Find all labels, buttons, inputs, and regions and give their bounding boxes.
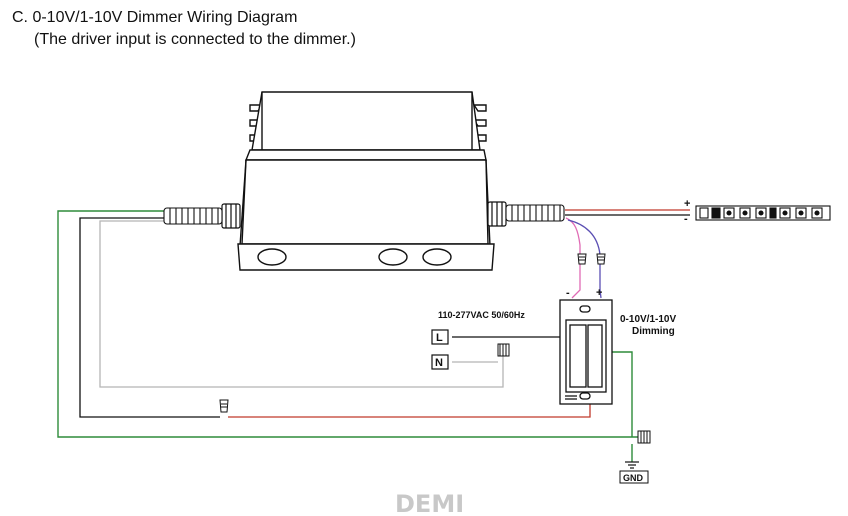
knockout-hole bbox=[378, 248, 408, 266]
output-flex-conduit bbox=[505, 204, 565, 222]
input-voltage-label: 110-277VAC 50/60Hz bbox=[438, 310, 525, 320]
line-input-wire-black bbox=[79, 217, 220, 418]
neutral-wire-gray bbox=[99, 220, 504, 388]
diagram-title: C. 0-10V/1-10V Dimmer Wiring Diagram bbox=[12, 9, 298, 26]
strip-minus-label: - bbox=[684, 213, 688, 225]
dim-plus-label: + bbox=[596, 287, 602, 299]
wire-nut-dim-plus bbox=[596, 253, 606, 265]
input-cable-gland bbox=[221, 203, 241, 229]
neutral-terminal-block bbox=[497, 343, 510, 357]
neutral-terminal-label: N bbox=[435, 357, 443, 369]
dim-minus-label: - bbox=[566, 287, 570, 299]
knockout-hole bbox=[422, 248, 452, 266]
watermark-logo: DEMI bbox=[395, 490, 464, 516]
gnd-label: GND bbox=[623, 473, 644, 483]
wire-nut-line bbox=[219, 399, 229, 413]
input-flex-conduit bbox=[163, 207, 223, 225]
dimmer-ground-wire bbox=[612, 351, 633, 437]
wall-dimmer bbox=[559, 299, 613, 405]
ground-wire bbox=[57, 210, 640, 438]
ground-symbol bbox=[625, 461, 639, 469]
output-cable-gland bbox=[487, 201, 507, 227]
dimming-label-line1: 0-10V/1-10V bbox=[620, 314, 676, 325]
line-terminal-label: L bbox=[436, 332, 443, 344]
ground-terminal-block bbox=[637, 430, 651, 444]
wire-nut-dim-minus bbox=[577, 253, 587, 265]
knockout-hole bbox=[257, 248, 287, 266]
line-terminal-box bbox=[431, 329, 449, 345]
dimmer-load-wire-red bbox=[228, 404, 591, 418]
led-driver bbox=[237, 91, 495, 271]
strip-plus-label: + bbox=[684, 198, 690, 210]
diagram-subtitle: (The driver input is connected to the di… bbox=[34, 31, 356, 48]
neutral-terminal-box bbox=[431, 354, 449, 370]
dimming-label-line2: Dimming bbox=[632, 326, 675, 337]
gnd-label-box bbox=[619, 470, 649, 484]
led-strip bbox=[695, 205, 831, 221]
